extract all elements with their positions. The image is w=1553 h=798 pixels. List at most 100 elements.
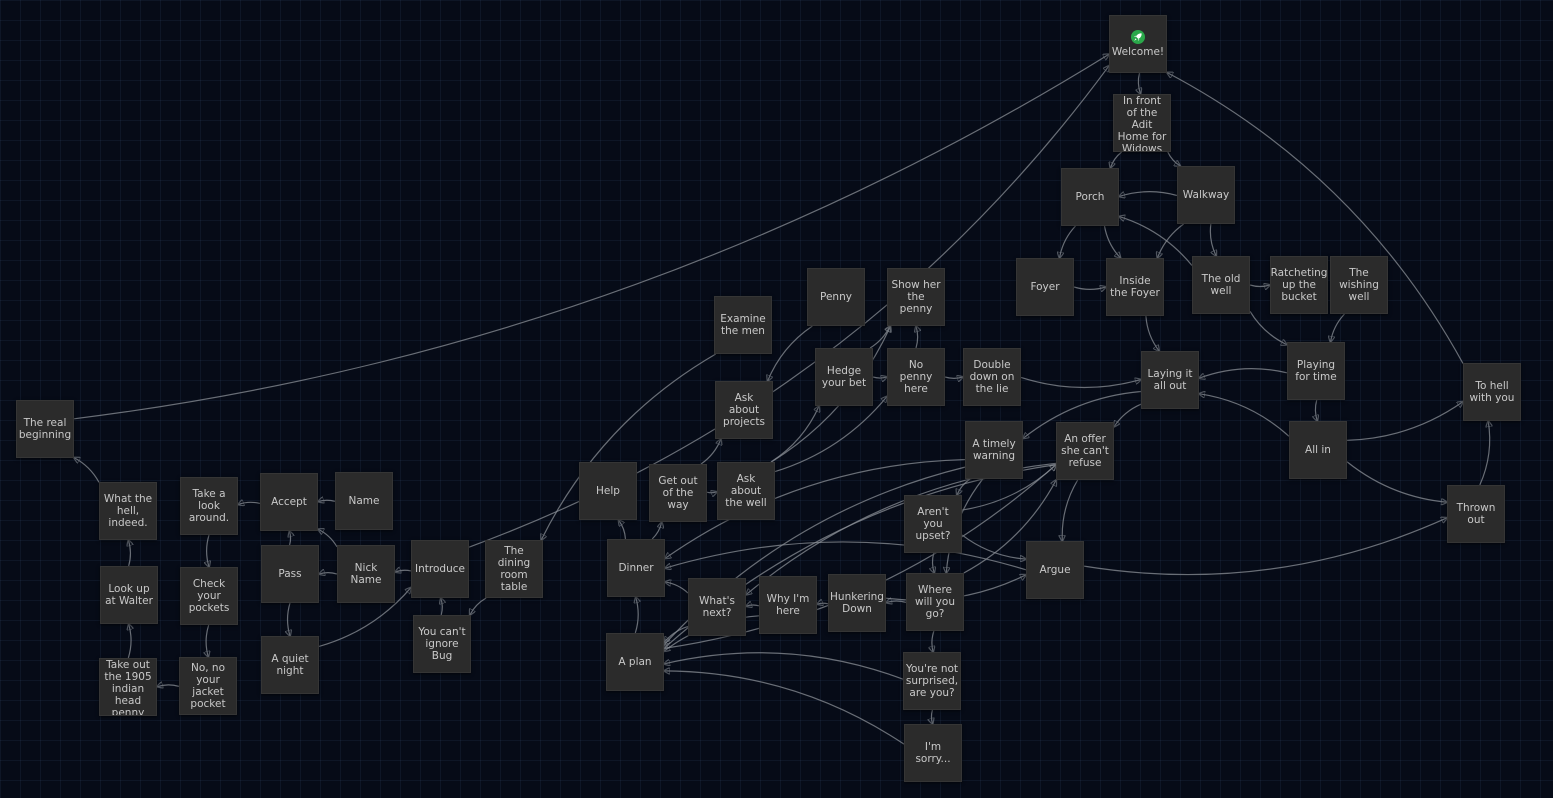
link-arrow bbox=[651, 522, 662, 540]
link-arrow bbox=[1020, 376, 1141, 389]
link-arrow bbox=[931, 709, 932, 724]
link-arrow bbox=[288, 602, 290, 636]
passage-card[interactable]: What the hell, indeed. bbox=[99, 482, 157, 540]
passage-card[interactable]: Welcome! bbox=[1109, 15, 1167, 73]
passage-card[interactable]: Hedge your bet bbox=[815, 348, 873, 406]
link-arrow bbox=[73, 54, 1109, 420]
passage-name: Welcome! bbox=[1111, 46, 1165, 58]
passage-name: No penny here bbox=[899, 359, 933, 395]
passage-card[interactable]: Show her the penny bbox=[887, 268, 945, 326]
link-arrow bbox=[664, 652, 904, 680]
passage-card[interactable]: Nick Name bbox=[337, 545, 395, 603]
passage-card[interactable]: All in bbox=[1289, 421, 1347, 479]
passage-card[interactable]: No, no your jacket pocket bbox=[179, 657, 237, 715]
passage-card[interactable]: Take out the 1905 indian head penny bbox=[99, 658, 157, 716]
passage-card[interactable]: Playing for time bbox=[1287, 342, 1345, 400]
link-arrow bbox=[128, 540, 130, 567]
passage-name: Accept bbox=[271, 496, 307, 508]
passage-card[interactable]: The wishing well bbox=[1330, 256, 1388, 314]
link-arrow bbox=[1346, 461, 1447, 503]
passage-card[interactable]: A quiet night bbox=[261, 636, 319, 694]
passage-name: You can't ignore Bug bbox=[418, 626, 466, 662]
passage-card[interactable]: The old well bbox=[1192, 256, 1250, 314]
passage-card[interactable]: Where will you go? bbox=[906, 573, 964, 631]
passage-card[interactable]: An offer she can't refuse bbox=[1056, 422, 1114, 480]
link-arrow bbox=[774, 396, 887, 473]
passage-name: Ask about the well bbox=[725, 473, 767, 509]
passage-card[interactable]: Aren't you upset? bbox=[904, 495, 962, 553]
link-arrow bbox=[872, 377, 887, 378]
passage-name: What's next? bbox=[699, 595, 735, 619]
passage-card[interactable]: Dinner bbox=[607, 539, 665, 597]
link-arrow bbox=[1249, 310, 1287, 344]
passage-card[interactable]: Ask about projects bbox=[715, 381, 773, 439]
passage-card[interactable]: Hunkering Down bbox=[828, 574, 886, 632]
link-arrow bbox=[128, 624, 131, 659]
link-arrow bbox=[206, 624, 209, 657]
passage-card[interactable]: Double down on the lie bbox=[963, 348, 1021, 406]
passage-card[interactable]: Take a look around. bbox=[180, 477, 238, 535]
passage-card[interactable]: Walkway bbox=[1177, 166, 1235, 224]
passage-card[interactable]: You can't ignore Bug bbox=[413, 615, 471, 673]
passage-card[interactable]: Accept bbox=[260, 473, 318, 531]
passage-card[interactable]: Help bbox=[579, 462, 637, 520]
link-arrow bbox=[395, 570, 412, 572]
passage-name: Look up at Walter bbox=[105, 583, 153, 607]
link-arrow bbox=[635, 597, 638, 634]
link-arrow bbox=[157, 685, 180, 687]
passage-name: Check your pockets bbox=[188, 578, 230, 614]
passage-name: Double down on the lie bbox=[969, 359, 1015, 395]
passage-card[interactable]: A timely warning bbox=[965, 421, 1023, 479]
link-arrow bbox=[700, 439, 721, 465]
passage-card[interactable]: Introduce bbox=[411, 540, 469, 598]
passage-name: What the hell, indeed. bbox=[103, 493, 153, 529]
passage-name: Pass bbox=[278, 568, 302, 580]
passage-card[interactable]: I'm sorry... bbox=[904, 724, 962, 782]
passage-card[interactable]: Inside the Foyer bbox=[1106, 258, 1164, 316]
passage-card[interactable]: Foyer bbox=[1016, 258, 1074, 316]
link-arrow bbox=[961, 534, 1026, 559]
passage-card[interactable]: Why I'm here bbox=[759, 576, 817, 634]
passage-name: A timely warning bbox=[972, 438, 1016, 462]
link-arrow bbox=[74, 458, 100, 483]
passage-card[interactable]: The dining room table bbox=[485, 540, 543, 598]
passage-card[interactable]: Get out of the way bbox=[649, 464, 707, 522]
passage-card[interactable]: The real beginning bbox=[16, 400, 74, 458]
passage-card[interactable]: Ask about the well bbox=[717, 462, 775, 520]
passage-card[interactable]: Argue bbox=[1026, 541, 1084, 599]
passage-card[interactable]: Ratcheting up the bucket bbox=[1270, 256, 1328, 314]
passage-name: Take a look around. bbox=[188, 488, 230, 524]
passage-card[interactable]: Thrown out bbox=[1447, 485, 1505, 543]
link-arrow bbox=[1167, 151, 1180, 166]
passage-card[interactable]: Porch bbox=[1061, 168, 1119, 226]
passage-name: Name bbox=[348, 495, 380, 507]
link-arrow bbox=[1145, 315, 1159, 351]
passage-card[interactable]: You're not surprised, are you? bbox=[903, 652, 961, 710]
link-arrow bbox=[665, 458, 966, 559]
passage-card[interactable]: Laying it all out bbox=[1141, 351, 1199, 409]
passage-name: To hell with you bbox=[1469, 380, 1515, 404]
passage-name: Where will you go? bbox=[915, 584, 955, 620]
link-arrow bbox=[207, 534, 209, 567]
passage-card[interactable]: Examine the men bbox=[714, 296, 772, 354]
passage-card[interactable]: To hell with you bbox=[1463, 363, 1521, 421]
link-arrow bbox=[1023, 390, 1142, 439]
passage-card[interactable]: Check your pockets bbox=[180, 567, 238, 625]
passage-name: Hedge your bet bbox=[821, 365, 867, 389]
passage-card[interactable]: Name bbox=[335, 472, 393, 530]
passage-name: Playing for time bbox=[1295, 359, 1337, 383]
link-arrow bbox=[1346, 402, 1463, 441]
passage-card[interactable]: No penny here bbox=[887, 348, 945, 406]
passage-card[interactable]: What's next? bbox=[688, 578, 746, 636]
link-arrow bbox=[957, 478, 971, 495]
passage-card[interactable]: Pass bbox=[261, 545, 319, 603]
link-arrow bbox=[817, 603, 829, 604]
link-arrow bbox=[963, 480, 1056, 574]
passage-card[interactable]: Penny bbox=[807, 268, 865, 326]
passage-card[interactable]: In front of the Adit Home for Widows bbox=[1113, 94, 1171, 152]
passage-name: No, no your jacket pocket bbox=[190, 662, 226, 710]
passage-card[interactable]: A plan bbox=[606, 633, 664, 691]
passage-card[interactable]: Look up at Walter bbox=[100, 566, 158, 624]
link-arrow bbox=[665, 582, 689, 594]
